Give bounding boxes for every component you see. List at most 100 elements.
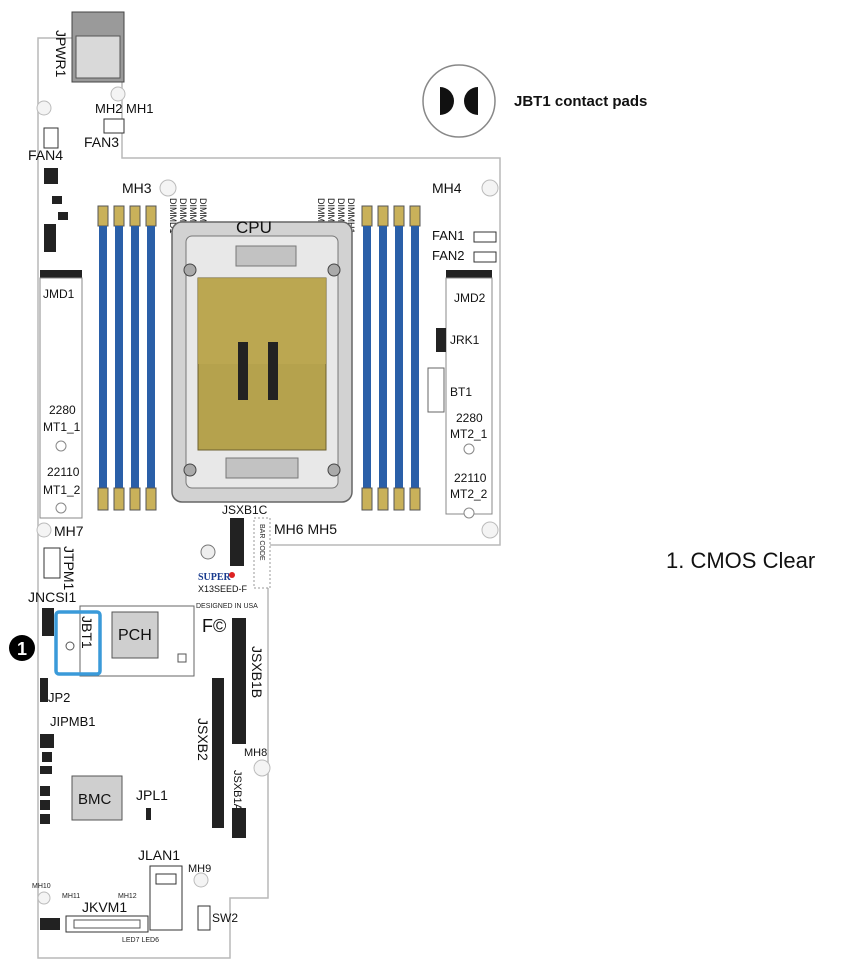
m2-slot-right	[445, 270, 493, 519]
bmc-chip	[71, 775, 123, 821]
dimm-slot-dimmb1	[129, 205, 141, 511]
dimm-label-c1: DIMMC1	[178, 198, 188, 234]
mh8-label: MH8	[244, 747, 267, 759]
jrk1-label: JRK1	[450, 333, 480, 347]
mh6-mh5-label: MH6 MH5	[274, 521, 337, 537]
dimm-slot-dimmh1	[409, 205, 421, 511]
top-left-jumpers	[44, 168, 68, 252]
jpwr1-connector	[71, 11, 125, 83]
model-name: X13SEED-F	[198, 584, 248, 594]
sw2-label: SW2	[212, 911, 238, 925]
dimm-label-a1: DIMMA1	[198, 198, 208, 233]
jsxb1c-label: JSXB1C	[222, 503, 268, 517]
barcode-label: BAR CODE	[258, 524, 265, 561]
jbt1-label: JBT1	[79, 616, 95, 649]
mt2-1-size-label: 2280	[456, 411, 483, 425]
mt2-1-label: MT2_1	[450, 427, 488, 441]
jbt1-pad	[65, 641, 75, 651]
dimm-slot-dimmd1	[97, 205, 109, 511]
sw2-switch	[197, 905, 211, 931]
jpwr1-label: JPWR1	[53, 30, 69, 78]
mh2-mh1-label: MH2 MH1	[95, 101, 154, 116]
jp2-header	[40, 678, 48, 702]
bt1-label: BT1	[450, 385, 472, 399]
dimm-slot-dimmc1	[113, 205, 125, 511]
jsxb2-slot	[212, 678, 224, 828]
mh12-label: MH12	[118, 893, 137, 900]
dimm-slot-dimma1	[145, 205, 157, 511]
jmd2-label: JMD2	[454, 291, 486, 305]
jmd1-label: JMD1	[43, 287, 75, 301]
cmos-clear-caption: 1. CMOS Clear	[666, 548, 816, 573]
mh7-label: MH7	[54, 523, 84, 539]
jpl1-label: JPL1	[136, 787, 168, 803]
dimm-slot-dimmg1	[393, 205, 405, 511]
fan3-header	[103, 118, 125, 134]
bt1-battery	[427, 367, 445, 413]
cpu-socket	[171, 221, 353, 503]
jrk1-header	[436, 328, 446, 352]
model-designed: DESIGNED IN USA	[196, 603, 258, 610]
m2-slot-left	[39, 270, 83, 519]
jncsi1-label: JNCSI1	[28, 589, 76, 605]
dimm-slots-right	[361, 205, 421, 511]
left-small-headers	[40, 734, 54, 824]
mh4-label: MH4	[432, 180, 462, 196]
dimm-label-h1: DIMMH1	[346, 198, 356, 234]
bmc-label: BMC	[78, 791, 112, 808]
dimm-label-d1: DIMMD1	[168, 198, 178, 234]
fan4-header	[43, 127, 59, 149]
mt1-2-size-label: 22110	[47, 465, 80, 479]
jtpm1-header	[43, 547, 61, 579]
dimm-label-g1: DIMMG1	[336, 198, 346, 234]
cpu-label: CPU	[236, 218, 272, 237]
callout-badge	[9, 635, 35, 661]
jsxb1a-slot	[232, 808, 246, 838]
dimm-slots-left	[97, 205, 157, 511]
jlan1-label: JLAN1	[138, 847, 180, 863]
fan2-header	[473, 251, 497, 263]
jbt1-highlight-box	[54, 610, 102, 676]
jsxb1b-label: JSXB1B	[249, 646, 265, 698]
model-logo-dot	[229, 572, 235, 578]
jtpm1-label: JTPM1	[61, 546, 77, 591]
jpl1-header	[146, 808, 151, 820]
mounting-hole-mh3	[159, 179, 177, 197]
jncsi1-header	[42, 608, 54, 636]
jbt1-contact-pads-caption: JBT1 contact pads	[514, 93, 648, 110]
jsxb1b-slot	[232, 618, 246, 744]
dimm-label-f1: DIMMF1	[326, 198, 336, 233]
mt1-2-label: MT1_2	[43, 483, 81, 497]
mounting-hole-mh7	[36, 522, 52, 538]
dimm-labels-right: DIMMH1 DIMMG1 DIMMF1 DIMME1	[316, 198, 356, 234]
mounting-hole-mh4	[481, 179, 499, 197]
jp2-label: JP2	[48, 690, 70, 705]
dimm-slot-dimme1	[361, 205, 373, 511]
led7-led6-label: LED7 LED6	[122, 937, 159, 944]
bottom-left-usb	[40, 918, 60, 930]
jsxb1c-slot	[230, 518, 244, 566]
pch-small-component	[177, 653, 187, 663]
dimm-label-b1: DIMMB1	[188, 198, 198, 233]
mounting-hole-top-left	[36, 100, 52, 116]
callout-number: 1	[17, 639, 27, 659]
jsxb1a-label: JSXB1A	[231, 770, 243, 812]
mh10-label: MH10	[32, 883, 51, 890]
jkvm1-inner	[73, 919, 141, 929]
mh11-label: MH11	[62, 893, 80, 900]
mt2-2-size-label: 22110	[454, 471, 487, 485]
pch-chip	[111, 611, 159, 659]
jlan1-inner	[155, 873, 177, 885]
mt2-2-label: MT2_2	[450, 487, 488, 501]
jsxb2-label: JSXB2	[195, 718, 211, 761]
jkvm1-label: JKVM1	[82, 899, 127, 915]
mounting-hole-mh5	[481, 521, 499, 539]
mounting-hole-mh8	[253, 759, 271, 777]
mounting-hole-mh9	[193, 872, 209, 888]
mounting-hole-mh10	[37, 891, 51, 905]
mounting-hole-mh1	[110, 86, 126, 102]
pch-label: PCH	[118, 627, 152, 644]
jbt1-contact-pads-icon	[422, 64, 496, 138]
oshw-icon	[200, 544, 216, 560]
